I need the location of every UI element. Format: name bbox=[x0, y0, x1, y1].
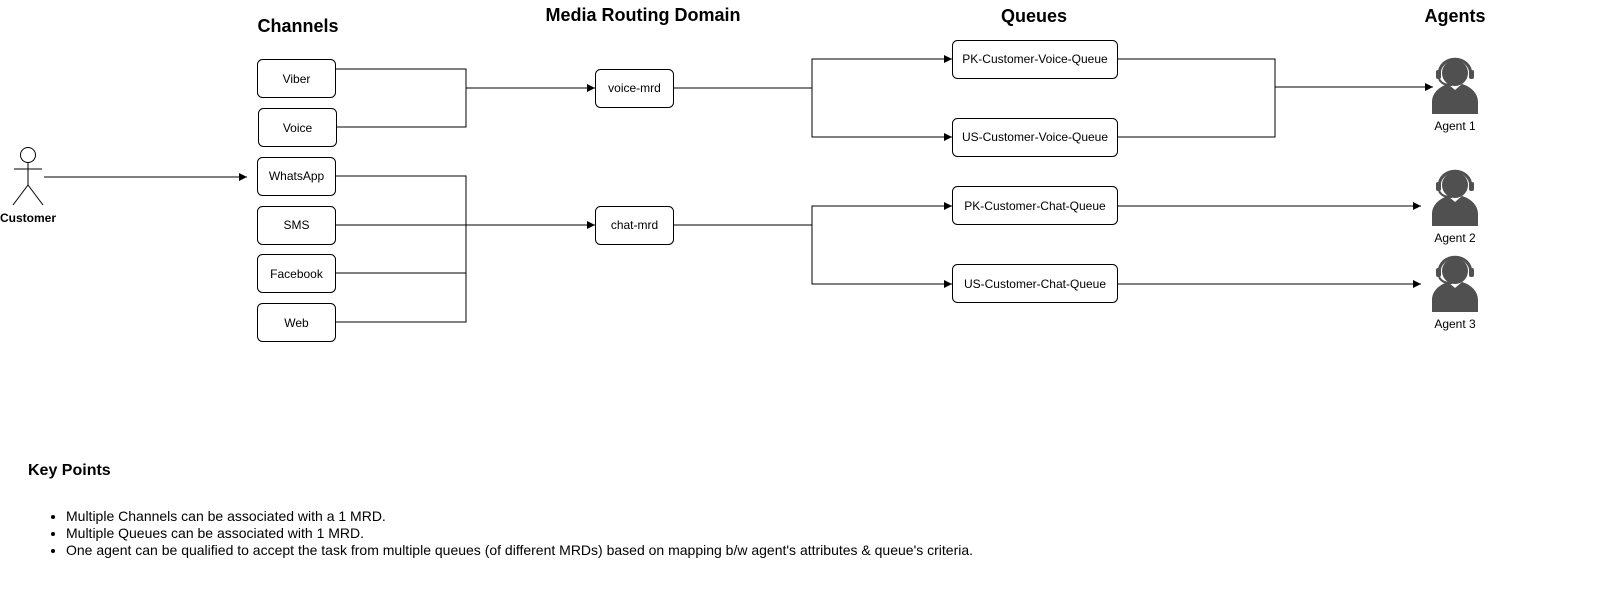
mrd-node-label: chat-mrd bbox=[611, 218, 658, 232]
mrd-node-chat: chat-mrd bbox=[595, 206, 674, 245]
edge-chat-mrd-to-pk-chat-queue bbox=[811, 202, 952, 225]
edges bbox=[44, 55, 1433, 323]
heading-mrd: Media Routing Domain bbox=[546, 5, 741, 25]
channel-node-label: Facebook bbox=[270, 267, 324, 281]
agent-2: Agent 2 bbox=[1432, 169, 1478, 245]
channel-node-facebook: Facebook bbox=[257, 254, 336, 293]
key-points-section: Key Points Multiple Channels can be asso… bbox=[28, 462, 1128, 559]
channel-node-label: Voice bbox=[283, 121, 313, 135]
channel-node-sms: SMS bbox=[257, 206, 336, 245]
edge-voice-mrd-to-us-voice-queue bbox=[811, 88, 952, 141]
agent-1: Agent 1 bbox=[1432, 57, 1478, 133]
queue-node-label: US-Customer-Chat-Queue bbox=[964, 277, 1106, 291]
customer-stick-figure-icon bbox=[12, 147, 44, 206]
agent-headset-icon bbox=[1432, 255, 1478, 312]
channel-node-label: Viber bbox=[283, 72, 311, 86]
key-point-item: Multiple Queues can be associated with 1… bbox=[66, 525, 1128, 542]
queue-node-us-chat: US-Customer-Chat-Queue bbox=[952, 264, 1118, 303]
edge-web-to-chat-mrd bbox=[336, 225, 467, 323]
edge-us-voice-queue-to-agent-1 bbox=[1117, 87, 1276, 138]
key-point-item: Multiple Channels can be associated with… bbox=[66, 508, 1128, 525]
agent-headset-icon bbox=[1432, 169, 1478, 226]
queue-node-label: US-Customer-Voice-Queue bbox=[962, 130, 1108, 144]
heading-queues: Queues bbox=[1001, 6, 1067, 26]
mrd-node-label: voice-mrd bbox=[608, 81, 661, 95]
channel-node-label: Web bbox=[284, 316, 309, 330]
channel-node-web: Web bbox=[257, 303, 336, 342]
heading-agents: Agents bbox=[1424, 6, 1485, 26]
queue-node-pk-voice: PK-Customer-Voice-Queue bbox=[952, 40, 1118, 79]
channel-node-whatsapp: WhatsApp bbox=[257, 157, 336, 196]
key-points-list: Multiple Channels can be associated with… bbox=[28, 508, 1128, 559]
key-points-title: Key Points bbox=[28, 462, 111, 479]
channel-node-voice: Voice bbox=[258, 108, 337, 147]
agent-3: Agent 3 bbox=[1432, 255, 1478, 331]
agent-label: Agent 1 bbox=[1434, 119, 1476, 133]
edge-voice-mrd-to-pk-voice-queue bbox=[811, 55, 952, 88]
edge-pk-voice-queue-to-agent-1 bbox=[1117, 58, 1276, 87]
queue-node-label: PK-Customer-Chat-Queue bbox=[964, 199, 1106, 213]
edge-viber-to-voice-mrd bbox=[336, 68, 467, 88]
queue-node-label: PK-Customer-Voice-Queue bbox=[962, 52, 1108, 66]
agent-label: Agent 3 bbox=[1434, 317, 1476, 331]
mrd-node-voice: voice-mrd bbox=[595, 69, 674, 108]
customer-label: Customer bbox=[0, 211, 56, 225]
agent-label: Agent 2 bbox=[1434, 231, 1476, 245]
edge-chat-mrd-to-us-chat-queue bbox=[811, 225, 952, 288]
heading-channels: Channels bbox=[257, 16, 338, 36]
edge-voice-to-voice-mrd bbox=[337, 88, 467, 128]
edge-whatsapp-to-chat-mrd bbox=[336, 175, 467, 225]
key-point-item: One agent can be qualified to accept the… bbox=[66, 542, 1128, 559]
customer-actor: Customer bbox=[0, 147, 56, 225]
queue-node-pk-chat: PK-Customer-Chat-Queue bbox=[952, 186, 1118, 225]
channel-node-label: SMS bbox=[283, 218, 309, 232]
queue-node-us-voice: US-Customer-Voice-Queue bbox=[952, 118, 1118, 157]
channel-node-label: WhatsApp bbox=[269, 169, 325, 183]
edge-facebook-to-chat-mrd bbox=[336, 225, 467, 274]
channel-node-viber: Viber bbox=[257, 59, 336, 98]
agent-headset-icon bbox=[1432, 57, 1478, 114]
